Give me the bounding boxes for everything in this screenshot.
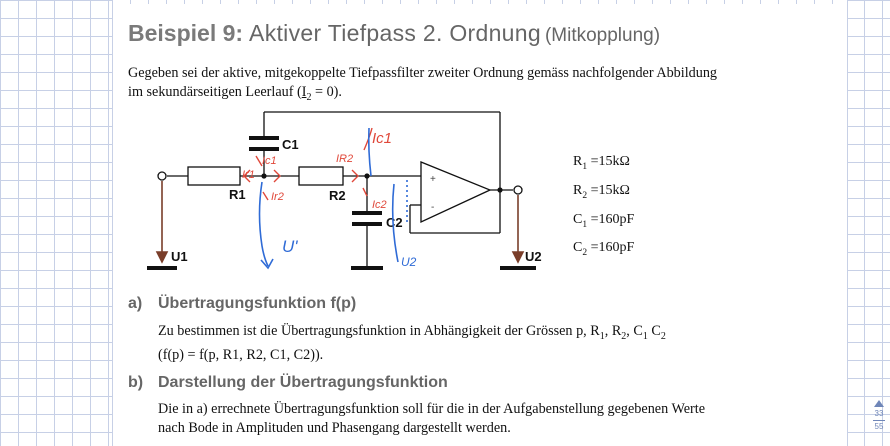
opamp-triangle: [420, 161, 492, 224]
opamp-minus: -: [431, 202, 434, 213]
page-total: 55: [874, 422, 884, 431]
label-c2: C2: [386, 215, 403, 230]
annotation-ic2: Ic2: [372, 199, 387, 211]
resistor-r1: [187, 166, 241, 186]
red-annotations: [243, 127, 373, 201]
title-prefix: Beispiel 9:: [128, 20, 244, 46]
annotation-ic1-small: Ic1: [262, 155, 277, 167]
opamp-plus: +: [430, 174, 436, 185]
section-b-heading: b)Darstellung der Übertragungsfunktion: [128, 374, 448, 391]
grid-margin-right: [846, 0, 890, 446]
section-a-line-1: Zu bestimmen ist die Übertragungsfunktio…: [158, 323, 666, 342]
title-sub: (Mitkopplung): [544, 25, 661, 46]
ground-bar-u2: [500, 266, 536, 270]
slide-title: Beispiel 9:Aktiver Tiefpass 2. Ordnung(M…: [128, 20, 660, 47]
label-u1: U1: [171, 249, 188, 264]
section-a-body: Zu bestimmen ist die Übertragungsfunktio…: [158, 322, 778, 365]
param-r1: R1 =15kΩ: [573, 154, 630, 172]
param-r2: R2 =15kΩ: [573, 182, 630, 201]
capacitor-c1-plate-a: [249, 136, 279, 140]
intro-text: Gegeben sei der aktive, mitgekoppelte Ti…: [128, 64, 812, 107]
annotation-ir2-small: Ir2: [271, 191, 284, 203]
page-top-rule: [112, 0, 846, 4]
param-c2: C2 =160pF: [573, 240, 635, 259]
annotation-ir2: IR2: [336, 153, 353, 165]
slide-page: [112, 0, 848, 446]
capacitor-c2-plate-a: [352, 211, 382, 215]
annotation-u2: U2: [401, 255, 417, 269]
annotation-ic1-top: Ic1: [372, 130, 392, 147]
grid-margin-left: [0, 0, 112, 446]
component-values: R1 =15kΩ R2 =15kΩ C1 =160pF C2 =160pF: [573, 150, 634, 265]
page-indicator[interactable]: 33 55: [870, 400, 888, 432]
page-current: 33: [874, 409, 884, 418]
intro-line-1: Gegeben sei der aktive, mitgekoppelte Ti…: [128, 65, 718, 81]
label-u2: U2: [525, 249, 542, 264]
label-c1: C1: [282, 137, 299, 152]
title-main: Aktiver Tiefpass 2. Ordnung: [249, 20, 541, 46]
capacitor-plates: [147, 136, 536, 270]
intro-line-2: im sekundärseitigen Leerlauf (I2 = 0).: [128, 84, 342, 103]
annotation-u-prime: U': [282, 237, 298, 256]
section-b-line-1: Die in a) errechnete Übertragungsfunktio…: [158, 401, 705, 417]
blue-annotations: [258, 127, 408, 270]
annotation-ir1: Ir1: [242, 169, 255, 181]
ground-bar-u1: [147, 266, 177, 270]
output-terminal: [513, 185, 523, 195]
section-b-line-2: nach Bode in Amplituden und Phasengang d…: [158, 420, 511, 436]
section-a-line-2: (f(p) = f(p, R1, R2, C1, C2)).: [158, 346, 324, 363]
resistor-r2: [298, 166, 344, 186]
capacitor-c2-plate-b: [352, 222, 382, 226]
section-a-heading: a)Übertragungsfunktion f(p): [128, 295, 357, 312]
label-r1: R1: [229, 187, 246, 202]
page-divider: [873, 420, 885, 421]
page-up-arrow-icon[interactable]: [874, 400, 884, 407]
ground-bar-c2: [351, 266, 383, 270]
capacitor-c1-plate-b: [249, 147, 279, 151]
label-r2: R2: [329, 188, 346, 203]
param-c1: C1 =160pF: [573, 211, 635, 230]
input-terminal: [157, 171, 167, 181]
section-b-body: Die in a) errechnete Übertragungsfunktio…: [158, 400, 812, 438]
